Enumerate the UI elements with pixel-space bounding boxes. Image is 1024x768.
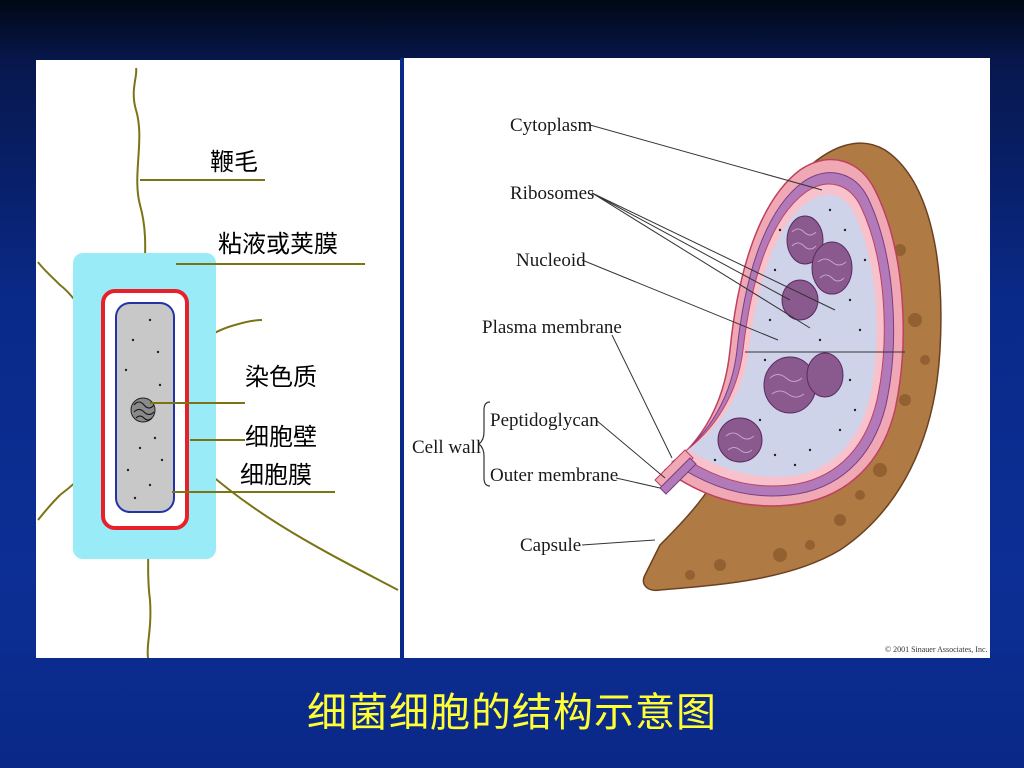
label-cell-wall-en: Cell wall xyxy=(412,437,481,458)
label-chromatin: 染色质 xyxy=(245,363,317,391)
simple-bacterium: 鞭毛 粘液或荚膜 染色质 细胞壁 细胞膜 xyxy=(37,67,399,659)
label-nucleoid: Nucleoid xyxy=(516,250,586,271)
chromatin-blob xyxy=(130,397,156,423)
nucleoid-blobs xyxy=(717,215,853,463)
label-capsule-en: Capsule xyxy=(520,535,581,556)
label-plasma-membrane: Plasma membrane xyxy=(482,317,622,338)
cell-wall-brace xyxy=(478,401,491,487)
label-capsule-cn: 粘液或荚膜 xyxy=(218,230,338,258)
label-cell-wall-cn: 细胞壁 xyxy=(245,423,317,451)
label-flagellum: 鞭毛 xyxy=(210,148,258,176)
label-ribosomes: Ribosomes xyxy=(510,183,594,204)
cytoplasm-dots xyxy=(124,318,164,500)
copyright-notice: © 2001 Sinauer Associates, Inc. xyxy=(885,645,988,654)
label-cytoplasm: Cytoplasm xyxy=(510,115,593,136)
label-outer-membrane: Outer membrane xyxy=(490,465,618,486)
ribosome-dots xyxy=(713,208,867,467)
slide-caption: 细菌细胞的结构示意图 xyxy=(307,690,717,736)
right-leader-lines xyxy=(581,124,836,546)
cutaway-edge xyxy=(654,449,697,495)
panel-divider xyxy=(400,58,404,658)
detailed-bacterium: Cytoplasm Ribosomes Nucleoid Plasma memb… xyxy=(412,115,988,654)
left-leader-lines xyxy=(140,179,365,493)
cytoplasm-region xyxy=(688,194,877,477)
label-cell-membrane-cn: 细胞膜 xyxy=(240,461,312,489)
label-peptidoglycan: Peptidoglycan xyxy=(490,410,599,431)
nucleoid-texture xyxy=(725,228,847,453)
